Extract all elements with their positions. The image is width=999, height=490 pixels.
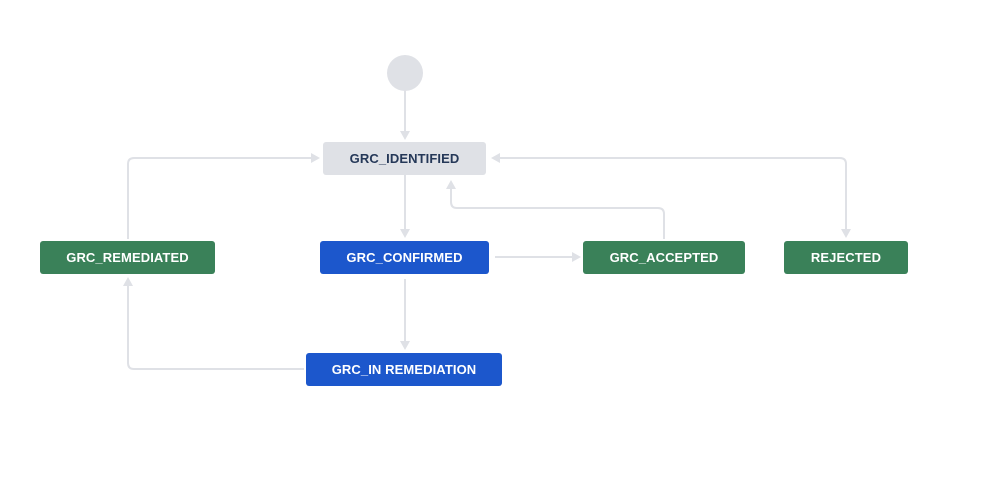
- workflow-start-node[interactable]: [387, 55, 423, 91]
- arrow-head-icon: [400, 131, 410, 140]
- status-grc-accepted[interactable]: GRC_ACCEPTED: [583, 241, 745, 274]
- status-grc-confirmed[interactable]: GRC_CONFIRMED: [320, 241, 489, 274]
- arrow-head-icon: [572, 252, 581, 262]
- status-label: GRC_IN REMEDIATION: [331, 362, 477, 377]
- transition-remediated-to-identified[interactable]: [127, 157, 311, 239]
- status-label: GRC_ACCEPTED: [609, 250, 719, 265]
- status-grc-in-remediation[interactable]: GRC_IN REMEDIATION: [306, 353, 502, 386]
- arrow-head-icon: [400, 229, 410, 238]
- status-grc-remediated[interactable]: GRC_REMEDIATED: [40, 241, 215, 274]
- arrow-head-icon: [841, 229, 851, 238]
- status-label: GRC_REMEDIATED: [66, 250, 189, 265]
- arrow-head-icon: [123, 277, 133, 286]
- status-grc-identified[interactable]: GRC_IDENTIFIED: [323, 142, 486, 175]
- transition-identified-rejected[interactable]: [500, 157, 847, 229]
- status-label: GRC_CONFIRMED: [346, 250, 463, 265]
- arrow-head-icon: [400, 341, 410, 350]
- arrow-head-icon: [311, 153, 320, 163]
- transition-accepted-to-identified[interactable]: [450, 189, 665, 239]
- transition-in-remediation-to-remediated[interactable]: [127, 286, 304, 370]
- arrow-head-icon: [491, 153, 500, 163]
- arrow-head-icon: [446, 180, 456, 189]
- status-label: GRC_IDENTIFIED: [349, 151, 460, 166]
- status-rejected[interactable]: REJECTED: [784, 241, 908, 274]
- status-label: REJECTED: [810, 250, 882, 265]
